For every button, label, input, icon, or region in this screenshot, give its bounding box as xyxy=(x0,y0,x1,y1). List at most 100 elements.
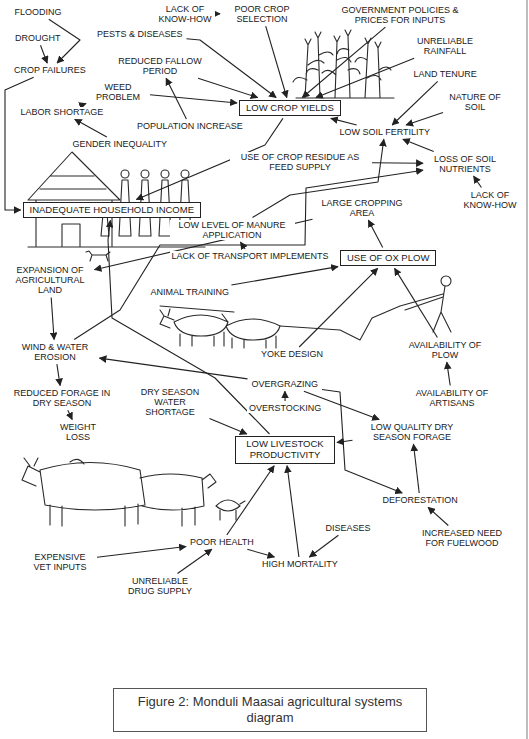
node-text: ANIMAL TRAINING xyxy=(151,287,230,297)
node-text: WEED PROBLEM xyxy=(90,82,146,103)
cause-arrow xyxy=(231,267,338,285)
node-text: POOR CROP SELECTION xyxy=(224,4,300,25)
node-text: LOW QUALITY DRY SEASON FORAGE xyxy=(357,422,468,443)
node-text: LARGE CROPPING AREA xyxy=(317,198,408,219)
cause-arrow xyxy=(403,139,434,151)
cattle xyxy=(22,458,216,526)
node-text: FLOODING xyxy=(15,7,62,17)
factor-label: REDUCED FORAGE IN DRY SEASON xyxy=(10,388,115,409)
cause-arrow xyxy=(100,358,248,379)
cause-arrow xyxy=(447,362,450,385)
cause-arrow xyxy=(97,547,186,558)
cause-arrow xyxy=(287,466,299,557)
factor-label: PESTS & DISEASES xyxy=(95,29,185,39)
cause-arrow xyxy=(406,113,443,125)
node-text: NATURE OF SOIL xyxy=(447,92,503,113)
node-text: REDUCED FALLOW PERIOD xyxy=(115,56,206,77)
cause-arrow xyxy=(247,549,274,557)
factor-label: LACK OF KNOW-HOW xyxy=(155,4,215,25)
node-text: LOW LEVEL OF MANURE APPLICATION xyxy=(172,220,293,241)
factor-label: POOR HEALTH xyxy=(188,537,256,547)
cause-arrow xyxy=(5,77,34,210)
person-head xyxy=(181,170,189,178)
factor-label: FLOODING xyxy=(13,7,64,17)
cause-arrow xyxy=(428,507,448,525)
node-text: PESTS & DISEASES xyxy=(97,29,183,39)
node-text: LOW CROP YIELDS xyxy=(246,103,334,114)
node-text: WEIGHT LOSS xyxy=(55,422,101,443)
node-text: USE OF OX PLOW xyxy=(347,253,429,264)
factor-label: YOKE DESIGN xyxy=(259,349,325,359)
node-text: DISEASES xyxy=(326,523,371,533)
factor-label: REDUCED FALLOW PERIOD xyxy=(113,56,208,77)
node-text: INCREASED NEED FOR FUELWOOD xyxy=(419,528,505,549)
problem-box: LOW CROP YIELDS xyxy=(239,100,341,117)
factor-label: GENDER INEQUALITY xyxy=(71,139,170,149)
factor-label: CROP FAILURES xyxy=(12,65,88,75)
factor-label: WEIGHT LOSS xyxy=(53,422,103,443)
factor-label: LACK OF TRANSPORT IMPLEMENTS xyxy=(170,251,331,261)
node-text: LACK OF TRANSPORT IMPLEMENTS xyxy=(172,251,329,261)
node-text: AVAILABILITY OF PLOW xyxy=(407,340,483,361)
plow-and-man xyxy=(280,286,451,340)
factor-label: DEFORESTATION xyxy=(381,495,460,505)
cause-arrow xyxy=(241,242,246,249)
cause-arrow xyxy=(150,95,237,103)
factor-label: WIND & WATER EROSION xyxy=(13,342,98,363)
dog xyxy=(86,251,110,261)
node-text: UNRELIABLE RAINFALL xyxy=(412,36,478,57)
factor-label: LACK OF KNOW-HOW xyxy=(460,190,520,211)
factor-label: POPULATION INCREASE xyxy=(135,121,245,131)
node-text: DRY SEASON WATER SHORTAGE xyxy=(135,387,206,418)
node-text: YOKE DESIGN xyxy=(261,349,323,359)
cause-arrow xyxy=(474,176,482,187)
factor-label: LOW SOIL FERTILITY xyxy=(338,127,433,137)
ploughman-head xyxy=(441,276,451,286)
node-text: WIND & WATER EROSION xyxy=(15,342,96,363)
factor-label: NATURE OF SOIL xyxy=(445,92,505,113)
node-text: EXPANSION OF AGRICULTURAL LAND xyxy=(10,265,91,296)
factor-label: LOSS OF SOIL NUTRIENTS xyxy=(425,154,505,175)
person-head xyxy=(121,170,129,178)
oxen xyxy=(160,306,280,348)
node-text: LOW SOIL FERTILITY xyxy=(340,127,431,137)
cause-arrow xyxy=(210,419,247,435)
factor-label: OVERSTOCKING xyxy=(247,403,323,413)
cause-arrow xyxy=(414,444,420,493)
factor-label: INCREASED NEED FOR FUELWOOD xyxy=(417,528,507,549)
node-text: EXPENSIVE VET INPUTS xyxy=(27,552,93,573)
factor-label: POOR CROP SELECTION xyxy=(222,4,302,25)
cause-arrow xyxy=(198,78,258,97)
factor-label: DISEASES xyxy=(324,523,373,533)
cause-arrow xyxy=(57,364,60,385)
node-text: GOVERNMENT POLICIES & PRICES FOR INPUTS xyxy=(335,5,466,26)
node-text: POPULATION INCREASE xyxy=(137,121,243,131)
cause-arrow xyxy=(316,58,414,97)
cause-arrow xyxy=(266,26,287,97)
factor-label: GOVERNMENT POLICIES & PRICES FOR INPUTS xyxy=(333,5,468,26)
factor-label: LOW LEVEL OF MANURE APPLICATION xyxy=(170,220,295,241)
cause-arrow xyxy=(392,81,438,125)
cause-arrow xyxy=(337,440,353,442)
factor-label: OVERGRAZING xyxy=(250,379,321,389)
cause-arrow xyxy=(68,410,72,419)
node-text: DEFORESTATION xyxy=(383,495,458,505)
factor-label: EXPENSIVE VET INPUTS xyxy=(25,552,95,573)
cause-arrow xyxy=(302,27,385,97)
cause-arrow xyxy=(372,162,423,164)
factor-label: HIGH MORTALITY xyxy=(260,559,340,569)
cause-arrow xyxy=(227,466,274,535)
factor-label: UNRELIABLE DRUG SUPPLY xyxy=(123,576,198,597)
node-text: HIGH MORTALITY xyxy=(262,559,338,569)
node-text: LACK OF KNOW-HOW xyxy=(462,190,518,211)
cause-arrow xyxy=(309,535,338,557)
node-text: DROUGHT xyxy=(15,33,61,43)
factor-label: LABOR SHORTAGE xyxy=(19,107,106,117)
cause-arrow xyxy=(166,78,186,119)
node-text: REDUCED FORAGE IN DRY SEASON xyxy=(12,388,113,409)
factor-label: LAND TENURE xyxy=(412,69,479,79)
factor-label: WEED PROBLEM xyxy=(88,82,148,103)
factor-label: AVAILABILITY OF ARTISANS xyxy=(410,388,495,409)
problem-box: INADEQUATE HOUSEHOLD INCOME xyxy=(23,202,202,219)
